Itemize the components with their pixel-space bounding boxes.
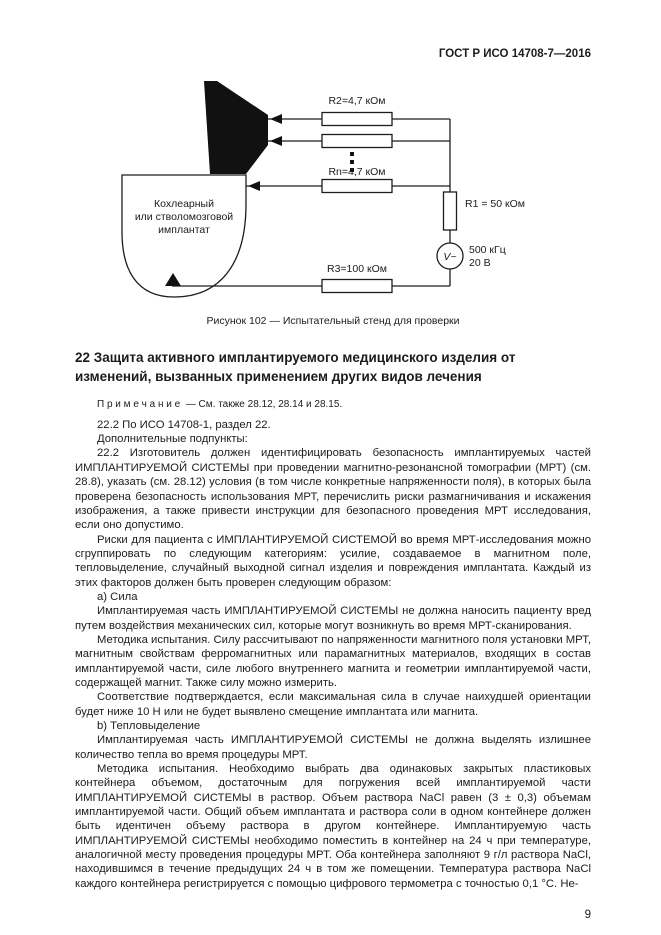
resistor-r2 [321, 111, 393, 127]
label-r1: R1 = 50 кОм [465, 198, 525, 210]
paragraph: 22.2 Изготовитель должен идентифицироват… [75, 447, 591, 532]
ac-source [436, 242, 464, 270]
paragraph: Методика испытания. Необходимо выбрать д… [75, 763, 591, 890]
implant-label-line1: Кохлеарный [154, 198, 214, 210]
label-source-freq: 500 кГц [469, 244, 506, 256]
arrowhead-bottom [165, 273, 181, 286]
page-number: 9 [584, 909, 591, 922]
paragraph: Соответствие подтверждается, если максим… [75, 691, 591, 718]
implant-label-line3: имплантат [158, 224, 210, 236]
implant-outline [121, 174, 247, 298]
implant-lead-wedge [204, 81, 268, 174]
arrowhead-middle [270, 136, 282, 146]
circuit-diagram: V~ R2=4,7 кОм Rn=4,7 кОм R3=100 кОм R1 =… [121, 81, 525, 298]
ac-source-symbol: V~ [443, 251, 456, 263]
paragraph: 22.2 По ИСО 14708-1, раздел 22. [97, 418, 271, 431]
arrowhead-top [270, 114, 282, 124]
implant-label-line2: или стволомозговой [135, 211, 233, 223]
ellipsis-dot [350, 152, 354, 156]
resistor-unlabeled [321, 133, 393, 149]
ellipsis-dot [350, 168, 354, 172]
label-rn: Rn=4,7 кОм [328, 166, 385, 178]
label-r2: R2=4,7 кОм [328, 95, 385, 107]
section-heading: 22 Защита активного имплантируемого меди… [75, 350, 516, 384]
paragraph: Методика испытания. Силу рассчитывают по… [75, 633, 591, 689]
section-note: П р и м е ч а н и е — См. также 28.12, 2… [75, 399, 591, 410]
paragraph-list-item-b: b) Тепловыделение [97, 720, 201, 732]
label-r3: R3=100 кОм [327, 263, 387, 275]
figure-102: V~ R2=4,7 кОм Rn=4,7 кОм R3=100 кОм R1 =… [75, 74, 591, 309]
document-header: ГОСТ Р ИСО 14708-7—2016 [438, 48, 591, 60]
note-text: — См. также 28.12, 28.14 и 28.15. [185, 398, 343, 410]
resistor-r3 [321, 278, 393, 294]
paragraph: Имплантируемая часть ИМПЛАНТИРУЕМОЙ СИСТ… [75, 734, 591, 761]
paragraph-list-item-a: а) Сила [97, 590, 138, 603]
ellipsis-dot [350, 160, 354, 164]
paragraph: Дополнительные подпункты: [97, 433, 248, 446]
paragraph: Имплантируемая часть ИМПЛАНТИРУЕМОЙ СИСТ… [75, 605, 591, 632]
paragraph: Риски для пациента с ИМПЛАНТИРУЕМОЙ СИСТ… [75, 533, 591, 589]
label-source-volt: 20 В [469, 257, 491, 269]
resistor-rn [321, 178, 393, 194]
note-label: П р и м е ч а н и е [97, 398, 181, 410]
figure-caption: Рисунок 102 — Испытательный стенд для пр… [206, 315, 460, 327]
arrowhead-rn [248, 181, 260, 191]
resistor-r1 [442, 191, 458, 231]
